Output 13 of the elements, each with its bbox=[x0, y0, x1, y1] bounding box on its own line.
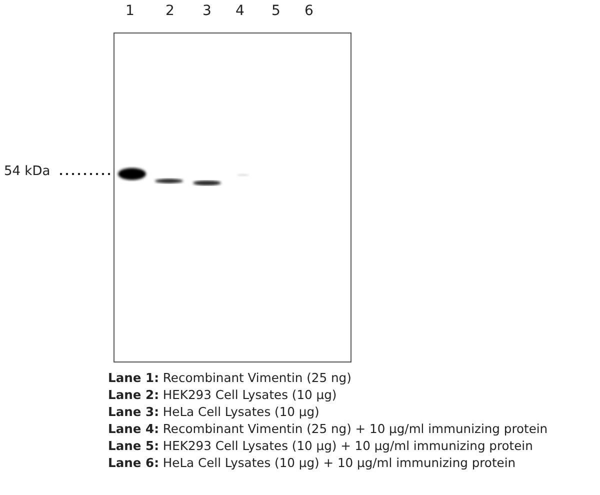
lane-number: 1 bbox=[124, 3, 136, 19]
lane-description: Lane 4: Recombinant Vimentin (25 ng) + 10 µg/ml immunizing protein bbox=[108, 421, 548, 438]
lane-description: Lane 2: HEK293 Cell Lysates (10 µg) bbox=[108, 387, 337, 404]
lane-number: 4 bbox=[234, 3, 246, 19]
lane-number: 3 bbox=[202, 3, 212, 19]
lane-number: 5 bbox=[270, 3, 282, 19]
lane-number: 2 bbox=[164, 3, 176, 19]
lane-description: Lane 5: HEK293 Cell Lysates (10 µg) + 10 µg/ml immunizing protein bbox=[108, 438, 533, 455]
lane-description: Lane 1: Recombinant Vimentin (25 ng) bbox=[108, 370, 352, 387]
lane-description: Lane 6: HeLa Cell Lysates (10 µg) + 10 µg/ml immunizing protein bbox=[108, 455, 516, 472]
molecular-weight-label: 54 kDa bbox=[4, 164, 50, 179]
lane-number: 6 bbox=[304, 3, 314, 19]
lane-description: Lane 3: HeLa Cell Lysates (10 µg) bbox=[108, 404, 320, 421]
